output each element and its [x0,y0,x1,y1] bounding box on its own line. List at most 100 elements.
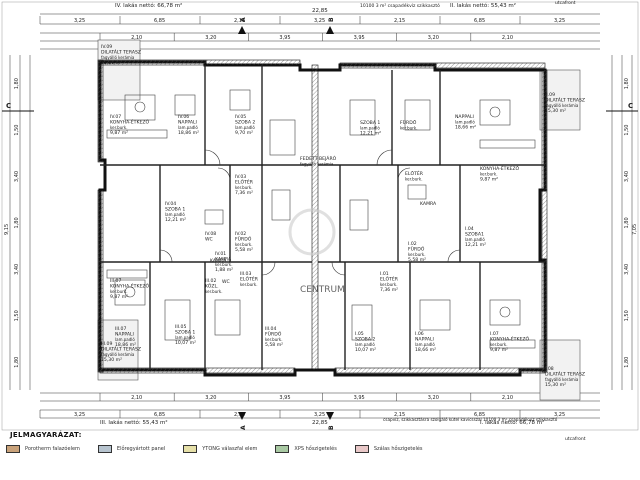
room-area: 15,30 m² [545,382,566,388]
legend-label: Előregyártott panel [116,446,166,452]
room-code: IV.09 [101,44,112,50]
room-name: KONYHA-ÉTKEZŐ [490,335,530,343]
room-floor: ker.burk. [265,337,283,342]
room-code: III.07 [115,326,126,332]
room-name: KAMRA [420,201,437,207]
room-name: FÜRDŐ [400,119,417,126]
dimension-label: 2,15 [394,412,405,418]
room-floor: lam.padló [165,212,185,217]
dimension-label: 3,95 [354,395,365,401]
dimension-label: 3,20 [428,395,439,401]
legend-label: Porotherm falazóelem [25,446,80,452]
room-floor: ker.burk. [235,185,253,190]
room-area: 7,36 m² [235,190,253,196]
dimension-label: 1,50 [14,125,20,136]
room-floor: lam.padló [415,342,435,347]
dimension-label: 3,40 [14,264,20,275]
svg-text:B: B [328,17,335,22]
room-area: 5,58 m² [235,247,253,253]
room-area: 12,21 m² [165,217,186,223]
bottom-left-note: III. lakás nettó: 55,43 m² [100,419,168,426]
room-name: SZOBA 1 [165,207,185,213]
room-code: I.01 [380,271,389,277]
dimension-label: 1,50 [624,310,630,321]
room-area: 12,21 m² [465,242,486,248]
room-name: DILATÁLT TERASZ [545,97,585,104]
room-name: SZOBA 2 [235,120,255,126]
room-code: IV.04 [165,201,176,207]
legend-swatch [97,445,112,453]
room-name: KONYHA-ÉTKEZŐ [110,118,150,126]
dimension-label: 2,10 [131,35,142,41]
dimension-label: 3,25 [554,18,565,24]
room-floor: ker.burk. [400,126,418,131]
bottom-right-note: I. lakás nettó: 66,78 m² [480,419,544,426]
legend-item: Porotherm falazóelem [6,445,80,453]
section-marker-a-bottom: A [238,412,247,430]
dimension-label: 3,95 [279,35,290,41]
top-left-note: IV. lakás nettó: 66,78 m² [115,2,182,9]
room-area: 7,36 m² [380,287,398,293]
interior-walls [100,65,545,370]
room-code: III.03 [240,271,251,277]
room-floor: ker.burk. [235,242,253,247]
svg-text:C: C [6,102,11,110]
room-name: FÜRDŐ [235,236,252,243]
dimension-label: 3,25 [74,412,85,418]
legend-title: JELMAGYARÁZAT: [10,431,82,439]
room-floor: fagyálló kerámia [101,55,135,60]
room-code: IV.05 [235,114,246,120]
room-floor: ker.burk. [408,252,426,257]
room-code: II.09 [545,92,555,98]
room-name: ELŐTÉR [380,275,399,283]
room-floor: ker.burk. [215,262,233,267]
svg-text:A: A [240,425,247,430]
room-area: 15,30 m² [545,108,566,114]
room-code: III.07 [110,278,121,284]
right-dimensions: 1,801,503,401,803,401,501,80 [624,78,630,368]
room-name: SZOBA 1 [360,120,380,126]
right-total-dimension: 7,05 [632,224,638,235]
room-label: WC [222,279,230,285]
bottom-dimension-lines [40,392,600,419]
watermark: CENTRUM [300,285,345,295]
room-floor: ker.burk. [110,289,128,294]
room-floor: ker.burk. [380,282,398,287]
dimension-label: 3,40 [14,171,20,182]
room-name: ELŐTÉR [405,169,424,177]
dimension-label: 3,95 [354,35,365,41]
room-code: IV.02 [235,231,246,237]
legend-item: Szálas hőszigetelés [354,445,423,453]
room-code: III.05 [175,324,186,330]
legend-label: XPS hőszigetelés [294,446,337,452]
room-name: KONYHA-ÉTKEZŐ [480,164,520,172]
legend-label: Szálas hőszigetelés [373,446,423,452]
section-marker-b-bottom: B [326,412,335,430]
door-swings [159,149,461,276]
room-name: NAPPALI [415,337,434,343]
room-code: III.09 [101,341,112,347]
room-area: 9,87 m² [480,177,498,183]
room-name: ELŐTÉR [235,178,254,186]
dimension-label: 1,80 [14,217,20,228]
dimension-label: 2,15 [394,18,405,24]
dimension-label: 6,85 [154,412,165,418]
room-area: 9,87 m² [490,347,508,353]
dimension-label: 3,25 [554,412,565,418]
